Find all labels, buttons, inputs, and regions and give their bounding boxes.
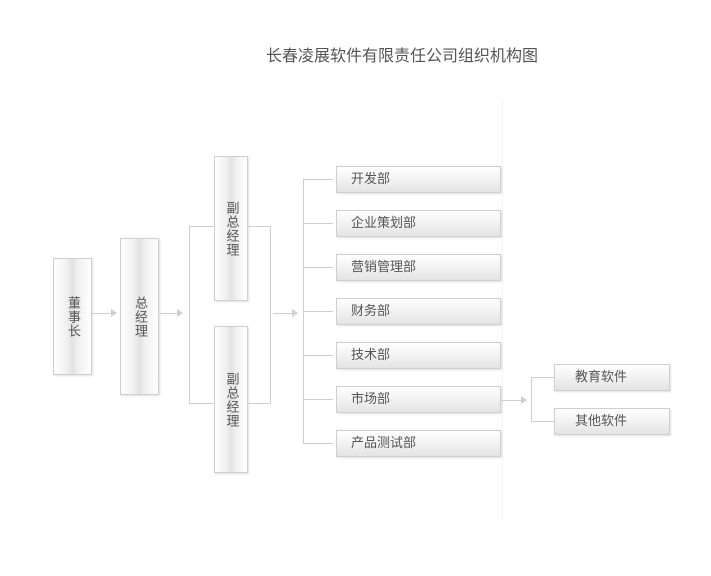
connector [189, 403, 214, 404]
connector [270, 226, 271, 404]
connector [273, 313, 292, 314]
connector [303, 399, 333, 400]
node-label: 总经理 [132, 295, 147, 338]
node-label: 董事长 [65, 295, 80, 338]
node-department: 开发部 [336, 166, 501, 193]
node-label: 副总经理 [223, 200, 239, 257]
connector [92, 313, 112, 314]
connector [531, 377, 532, 422]
connector [189, 226, 190, 404]
connector [303, 223, 333, 224]
node-other-software: 其他软件 [554, 408, 670, 435]
node-deputy-manager-2: 副总经理 [214, 326, 248, 473]
connector [159, 313, 178, 314]
node-education-software: 教育软件 [554, 364, 670, 391]
arrow-icon [521, 396, 527, 404]
node-label: 副总经理 [223, 371, 239, 428]
connector [531, 421, 554, 422]
connector [248, 403, 270, 404]
connector [501, 400, 521, 401]
node-general-manager: 总经理 [120, 238, 159, 395]
node-department: 营销管理部 [336, 254, 501, 281]
divider [502, 100, 503, 520]
node-department: 技术部 [336, 342, 501, 369]
chart-title: 长春凌展软件有限责任公司组织机构图 [265, 46, 538, 65]
node-deputy-manager-1: 副总经理 [214, 156, 248, 301]
connector [189, 226, 214, 227]
node-chairman: 董事长 [53, 258, 92, 375]
node-department: 财务部 [336, 298, 501, 325]
arrow-icon [177, 309, 183, 317]
connector [531, 377, 554, 378]
node-department: 企业策划部 [336, 210, 501, 237]
connector [303, 311, 333, 312]
node-department: 市场部 [336, 386, 501, 413]
node-department: 产品测试部 [336, 430, 501, 457]
connector [303, 179, 333, 180]
connector [303, 443, 333, 444]
connector [303, 267, 333, 268]
connector [303, 355, 333, 356]
connector [248, 226, 270, 227]
arrow-icon [111, 309, 117, 317]
arrow-icon [292, 309, 298, 317]
